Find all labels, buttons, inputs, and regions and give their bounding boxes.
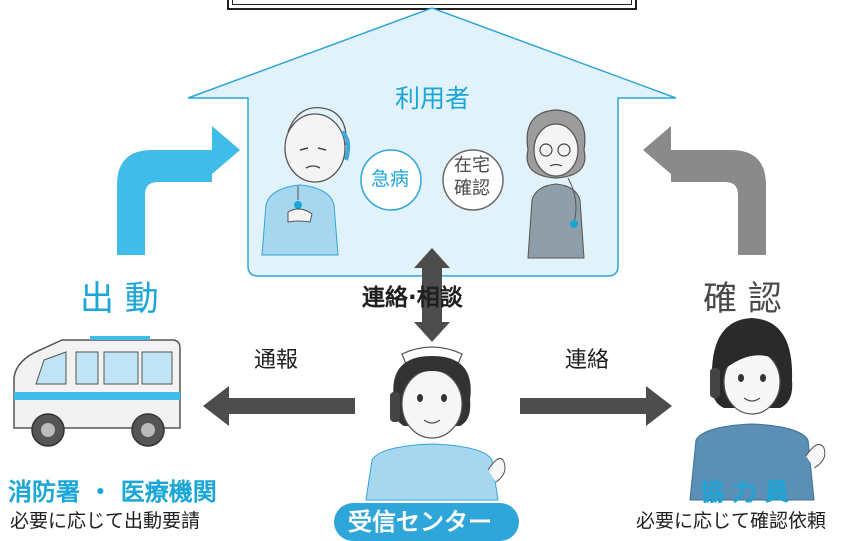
elderly-man-icon <box>261 106 351 256</box>
cooperator-icon <box>689 318 826 501</box>
dispatch-arrow-icon <box>117 126 240 255</box>
report-label: 通報 <box>254 348 299 373</box>
cooperator-label: 協 力 員 <box>700 478 789 506</box>
consult-arrow-icon <box>414 248 450 342</box>
contact-arrow-icon <box>520 386 672 426</box>
cooperator-note: 必要に応じて確認依頼 <box>636 510 827 532</box>
elderly-woman-icon <box>526 109 586 259</box>
home-check-label-line2: 確認 <box>454 178 490 199</box>
house-icon <box>187 7 677 277</box>
receptionist-icon <box>365 346 506 501</box>
fire-medical-note: 必要に応じて出動要請 <box>10 510 201 532</box>
home-check-label-line1: 在宅 <box>454 155 490 176</box>
fire-medical-label: 消防署 ・ 医療機関 <box>8 478 217 506</box>
reception-center-badge <box>334 503 519 541</box>
report-arrow-icon <box>203 386 355 426</box>
sudden-illness-label: 急病 <box>371 168 410 190</box>
user-label: 利用者 <box>395 84 471 113</box>
ambulance-icon <box>13 336 181 447</box>
reception-center-label: 受信センター <box>348 508 492 536</box>
dispatch-label: 出 動 <box>80 279 159 319</box>
home-check-circle <box>442 149 504 211</box>
confirm-label: 確 認 <box>703 279 782 319</box>
confirm-arrow-icon <box>643 126 766 255</box>
contact-label: 連絡 <box>565 348 610 373</box>
sudden-illness-circle <box>360 149 422 211</box>
consult-label: 連絡·相談 <box>362 285 463 311</box>
